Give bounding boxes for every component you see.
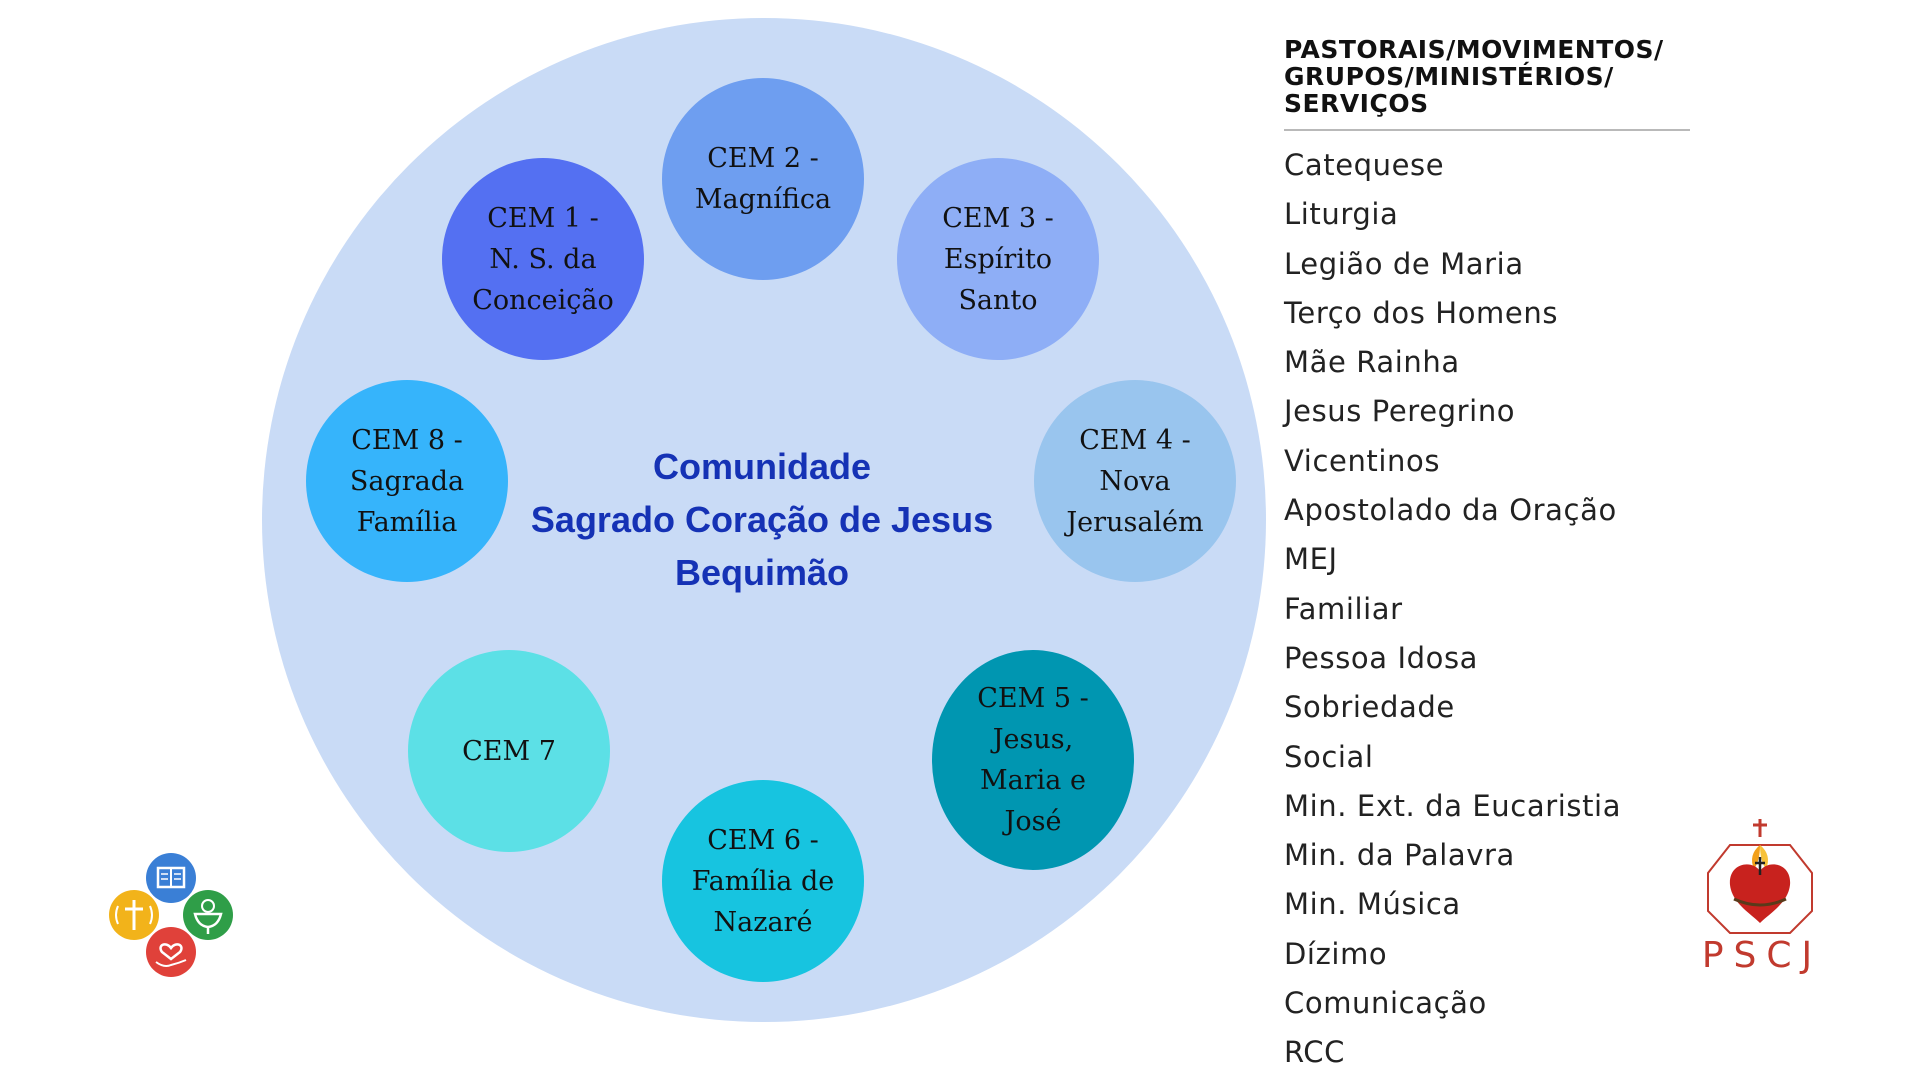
- list-item: RCC: [1284, 1035, 1346, 1070]
- cem-3-line: CEM 3 -: [942, 202, 1054, 234]
- cem-5-line: José: [1004, 806, 1062, 837]
- cem-3-line: Espírito: [943, 243, 1053, 275]
- cem-8-circle: CEM 8 - Sagrada Família: [306, 380, 508, 582]
- community-title-line-2: Sagrado Coração de Jesus: [530, 499, 994, 540]
- community-title: Comunidade Sagrado Coração de Jesus Bequ…: [502, 440, 1022, 599]
- cem-8-line: CEM 8 -: [351, 424, 463, 456]
- cem-4-line: CEM 4 -: [1079, 424, 1191, 456]
- list-item: Dízimo: [1284, 936, 1388, 971]
- list-item: Pessoa Idosa: [1284, 640, 1479, 675]
- cem-7-circle: CEM 7: [408, 650, 610, 852]
- list-item: Sobriedade: [1284, 690, 1455, 725]
- panel-title-line: GRUPOS/MINISTÉRIOS/: [1284, 62, 1614, 91]
- cem-2-line: CEM 2 -: [707, 143, 819, 174]
- list-item: Min. da Palavra: [1284, 838, 1515, 873]
- list-item: Catequese: [1284, 148, 1445, 182]
- list-item: Min. Música: [1284, 887, 1461, 922]
- cem-6-line: Família de: [691, 865, 835, 897]
- panel-title: PASTORAIS/MOVIMENTOS/ GRUPOS/MINISTÉRIOS…: [1284, 36, 1690, 117]
- community-title-line-3: Bequimão: [674, 552, 850, 593]
- cem-5-line: Maria e: [980, 765, 1086, 796]
- panel-title-line: SERVIÇOS: [1284, 89, 1429, 118]
- list-item: Vicentinos: [1284, 443, 1441, 478]
- cem-1-line: Conceição: [472, 284, 614, 316]
- list-item: MEJ: [1284, 542, 1338, 577]
- cem-6-circle: CEM 6 - Família de Nazaré: [662, 780, 864, 982]
- pastorals-panel: PASTORAIS/MOVIMENTOS/ GRUPOS/MINISTÉRIOS…: [1284, 36, 1690, 1078]
- cem-7-line: CEM 7: [462, 735, 556, 767]
- cem-5-line: Jesus,: [992, 724, 1074, 755]
- sacred-heart-icon: [1707, 819, 1813, 934]
- list-item: Min. Ext. da Eucaristia: [1284, 788, 1622, 823]
- four-petal-pastoral-icon: [109, 853, 233, 977]
- cem-5-circle: CEM 5 - Jesus, Maria e José: [932, 650, 1134, 870]
- panel-title-line: PASTORAIS/MOVIMENTOS/: [1284, 35, 1664, 64]
- cem-1-line: N. S. da: [489, 243, 597, 275]
- list-item: Social: [1284, 739, 1374, 774]
- list-item: Terço dos Homens: [1284, 295, 1559, 330]
- list-item: Legião de Maria: [1284, 246, 1524, 281]
- panel-divider: [1284, 129, 1690, 131]
- cem-4-circle: CEM 4 - Nova Jerusalém: [1034, 380, 1236, 582]
- cem-1-line: CEM 1 -: [487, 202, 599, 234]
- pastorals-list: Catequese Liturgia Legião de Maria Terço…: [1284, 141, 1690, 1078]
- cem-5-line: CEM 5 -: [977, 683, 1089, 714]
- cem-2-circle: CEM 2 - Magnífica: [662, 78, 864, 280]
- cem-1-circle: CEM 1 - N. S. da Conceição: [442, 158, 644, 360]
- community-title-line-1: Comunidade: [652, 446, 871, 487]
- list-item: Comunicação: [1284, 986, 1487, 1021]
- cem-6-line: CEM 6 -: [707, 824, 819, 856]
- cem-4-line: Nova: [1099, 465, 1171, 497]
- pscj-logo-text: PSCJ: [1701, 935, 1823, 976]
- list-item: Liturgia: [1284, 197, 1399, 232]
- list-item: Familiar: [1284, 591, 1403, 626]
- list-item: Mãe Rainha: [1284, 345, 1460, 380]
- cem-6-line: Nazaré: [713, 906, 813, 938]
- cem-8-line: Sagrada: [349, 465, 465, 497]
- cem-8-line: Família: [356, 506, 458, 538]
- cem-3-circle: CEM 3 - Espírito Santo: [897, 158, 1099, 360]
- cem-3-line: Santo: [958, 284, 1038, 316]
- list-item: Apostolado da Oração: [1284, 493, 1617, 528]
- cem-2-line: Magnífica: [694, 184, 832, 215]
- cem-4-line: Jerusalém: [1066, 506, 1204, 538]
- list-item: Jesus Peregrino: [1284, 394, 1516, 429]
